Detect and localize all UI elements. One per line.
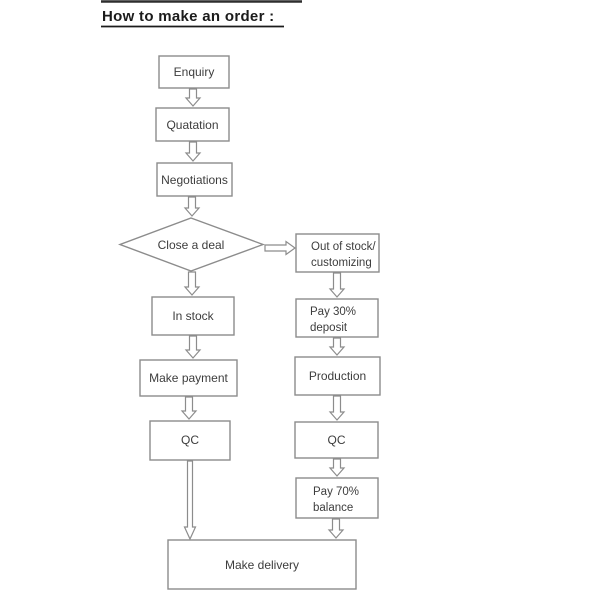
arrow-in-stock-to-make-payment [184,335,202,359]
arrow-close-a-deal-to-in-stock [183,271,201,296]
box-negotiations [156,162,233,197]
label-make-payment: Make payment [149,371,228,385]
label-make-delivery: Make delivery [225,558,299,572]
diamond-close-a-deal [117,217,266,272]
box-qc-left [149,420,231,461]
label-qc-left: QC [181,433,199,447]
box-production [294,356,381,396]
arrow-quatation-to-negotiations [184,141,202,162]
arrow-close-a-deal-to-out-of-stock [264,240,297,256]
arrow-enquiry-to-quatation [184,88,202,107]
arrow-make-payment-to-qc-left [180,396,198,420]
arrow-qc-right-to-pay-70 [328,458,346,477]
page-title: How to make an order : [102,8,274,25]
box-make-payment [139,359,238,397]
box-quatation [155,107,230,142]
label-qc-right: QC [328,433,346,447]
box-out-of-stock [295,233,380,273]
arrow-qc-left-to-make-delivery [183,460,197,541]
label-out-of-stock-line2: customizing [311,257,372,269]
arrow-out-of-stock-to-pay-30 [328,272,346,298]
box-pay-70-balance [295,477,379,519]
arrow-production-to-qc-right [328,395,346,421]
label-enquiry: Enquiry [174,65,215,79]
label-production: Production [309,369,366,383]
label-pay-30-line2: deposit [310,322,348,334]
label-negotiations: Negotiations [161,173,228,187]
box-qc-right [294,421,379,459]
box-in-stock [151,296,235,336]
arrow-negotiations-to-close-a-deal [183,196,201,217]
box-pay-30-deposit [295,298,379,338]
label-pay-70-line1: Pay 70% [313,486,359,498]
label-out-of-stock-line1: Out of stock/ [311,241,376,253]
label-close-a-deal: Close a deal [158,238,225,252]
label-in-stock: In stock [172,309,214,323]
arrow-pay-70-to-make-delivery [327,518,345,539]
label-pay-30-line1: Pay 30% [310,306,356,318]
box-make-delivery [167,539,357,590]
label-quatation: Quatation [166,118,218,132]
arrow-pay-30-to-production [328,337,346,356]
box-enquiry [158,55,230,89]
label-pay-70-line2: balance [313,502,353,514]
